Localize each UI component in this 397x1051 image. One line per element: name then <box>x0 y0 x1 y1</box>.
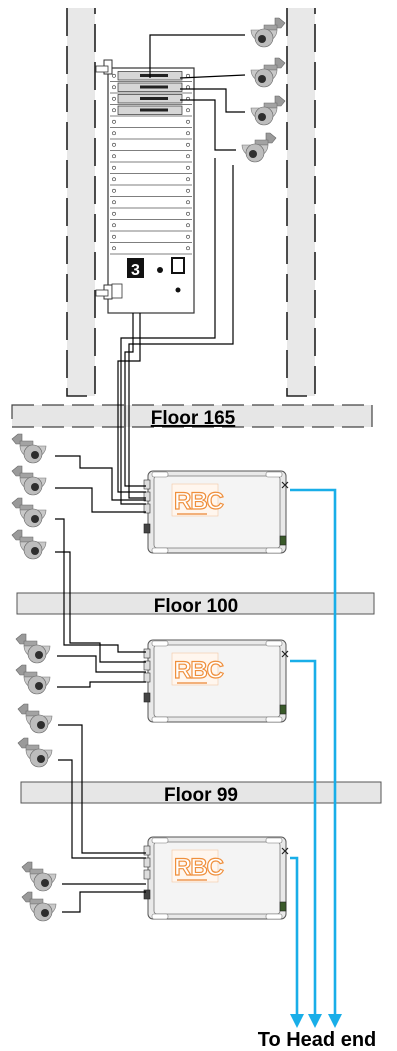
rack-screw <box>112 119 116 124</box>
camera-icon <box>251 18 285 47</box>
fiber-runs <box>290 488 342 1028</box>
transceiver-2 <box>143 639 289 723</box>
floor-label-100: Floor 100 <box>154 596 238 617</box>
rack-screw <box>186 154 190 159</box>
rack-screw <box>186 119 190 124</box>
coax-wiring <box>55 34 246 913</box>
rack-screw <box>112 165 116 170</box>
rack-screw <box>112 85 116 90</box>
rack-card-indicator <box>140 85 168 89</box>
rack-card-indicator <box>140 97 168 100</box>
rack-screw <box>186 223 190 228</box>
cameras-lower <box>21 861 57 922</box>
rack-screw <box>186 188 190 193</box>
rack-card-indicator <box>140 74 168 77</box>
camera-icon <box>251 58 285 87</box>
arrow-down-icon <box>308 1014 322 1028</box>
shaft-walls <box>66 8 316 397</box>
rack-screw <box>112 211 116 216</box>
arrow-down-icon <box>328 1014 342 1028</box>
camera-icon <box>11 465 47 496</box>
camera-icon <box>251 96 285 125</box>
camera-icon <box>15 633 51 664</box>
rack-screw <box>186 211 190 216</box>
arrow-down-icon <box>290 1014 304 1028</box>
rack-screw <box>186 73 190 78</box>
camera-icon <box>21 861 57 892</box>
camera-icon <box>11 433 47 464</box>
right-shaft-wall <box>286 8 316 397</box>
transceiver-3 <box>143 836 289 920</box>
camera-icon <box>15 664 51 695</box>
left-shaft-wall <box>66 8 96 397</box>
floor-label-165: Floor 165 <box>151 408 236 429</box>
camera-icon <box>11 529 47 560</box>
rack-screw <box>112 177 116 182</box>
rack-screw <box>112 108 116 113</box>
rack-screw <box>186 108 190 113</box>
rack-screw <box>112 154 116 159</box>
rack-card-indicator <box>140 108 168 112</box>
floor-slab-100: Floor 100 <box>16 592 375 617</box>
head-end-label: To Head end <box>258 1029 377 1051</box>
cameras-top <box>242 18 285 162</box>
floor-slab-165: Floor 165 <box>11 404 373 429</box>
camera-icon <box>21 891 57 922</box>
rack-screw <box>112 223 116 228</box>
rack-screw <box>112 234 116 239</box>
rack-screw <box>186 177 190 182</box>
rack-screw <box>112 96 116 101</box>
equipment-rack: 3 <box>95 59 195 314</box>
camera-icon <box>11 497 47 528</box>
rack-screw <box>186 142 190 147</box>
rack-screw <box>186 131 190 136</box>
rack-screw <box>186 246 190 251</box>
rack-screw <box>186 234 190 239</box>
rack-screw <box>186 85 190 90</box>
rack-screw <box>186 165 190 170</box>
rack-screw <box>186 200 190 205</box>
rack-screw <box>112 131 116 136</box>
rack-screw <box>112 142 116 147</box>
rack-screw <box>112 246 116 251</box>
rack-screw <box>112 73 116 78</box>
camera-icon <box>17 737 53 768</box>
rack-display: 3 <box>131 262 140 279</box>
cameras-floor-100 <box>11 433 47 560</box>
camera-icon <box>17 703 53 734</box>
cameras-floor-99 <box>15 633 53 768</box>
camera-icon <box>242 133 276 162</box>
rack-screw <box>112 200 116 205</box>
rack-screw <box>112 188 116 193</box>
transceiver-1 <box>143 470 289 554</box>
floor-slab-99: Floor 99 <box>20 781 382 806</box>
floor-label-99: Floor 99 <box>164 785 238 806</box>
